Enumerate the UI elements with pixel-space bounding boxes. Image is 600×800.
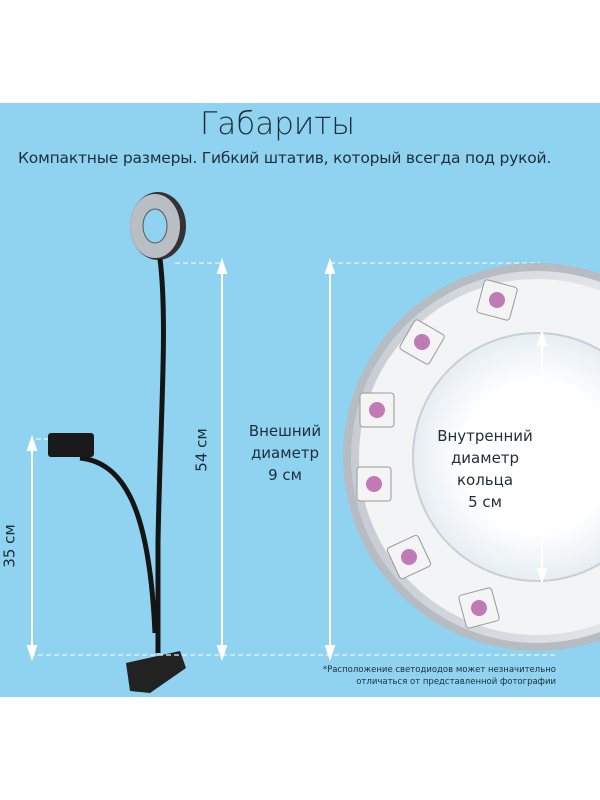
gooseneck-main xyxy=(155,258,166,653)
large-ring-closeup xyxy=(343,263,600,651)
total-height-label: 54 см xyxy=(192,428,211,472)
footnote-line: отличаться от представленной фотографии xyxy=(356,677,556,687)
holder-height-label: 35 см xyxy=(0,524,19,568)
footnote: *Расположение светодиодов может незначит… xyxy=(323,664,556,688)
footnote-line: *Расположение светодиодов может незначит… xyxy=(322,665,556,675)
inner-label-line: кольца xyxy=(456,471,514,489)
clamp xyxy=(126,651,186,693)
infographic-panel: Габариты Компактные размеры. Гибкий штат… xyxy=(0,103,600,697)
gooseneck-holder xyxy=(79,455,158,634)
page-title: Габариты xyxy=(199,106,356,142)
dimension-arrows xyxy=(26,257,336,662)
outer-label-line: диаметр xyxy=(250,444,320,462)
inner-diameter-label: Внутренний диаметр кольца 5 см xyxy=(430,425,540,513)
product-illustration xyxy=(26,192,600,693)
subtitle: Компактные размеры. Гибкий штатив, котор… xyxy=(18,149,552,167)
inner-label-line: 5 см xyxy=(468,493,502,511)
small-ring-lamp xyxy=(130,192,186,260)
outer-label-line: 9 см xyxy=(268,466,302,484)
outer-label-line: Внешний xyxy=(248,422,322,440)
inner-label-line: диаметр xyxy=(450,449,520,467)
outer-diameter-label: Внешний диаметр 9 см xyxy=(240,420,330,486)
phone-holder xyxy=(48,433,94,457)
inner-label-line: Внутренний xyxy=(437,427,533,445)
